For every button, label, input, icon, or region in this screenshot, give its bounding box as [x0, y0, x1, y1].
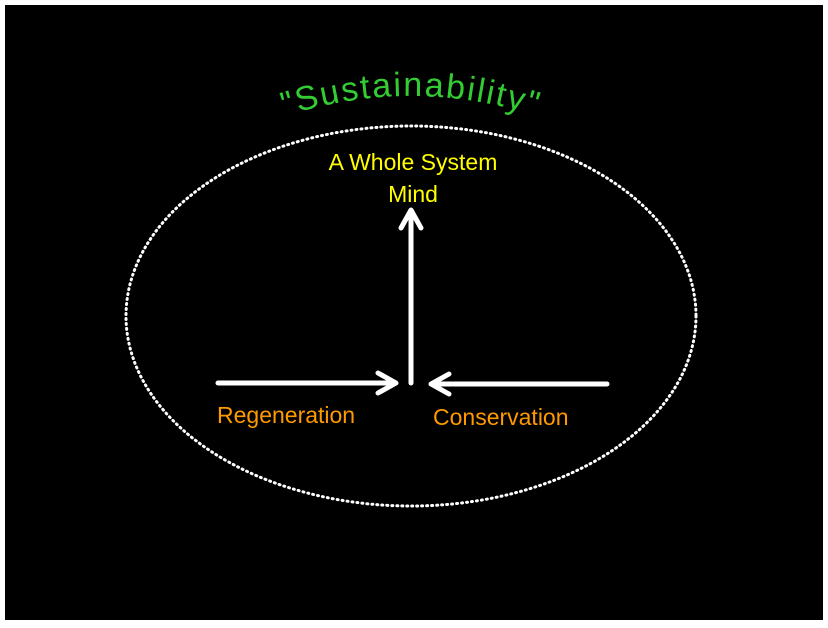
conservation-label: Conservation	[433, 404, 569, 430]
title-text: "Sustainability"	[276, 66, 546, 124]
center-label: A Whole System Mind	[263, 146, 563, 210]
title-text-path: "Sustainability"	[276, 66, 544, 124]
right-pointing-arrow	[215, 370, 399, 396]
system-boundary-ellipse	[124, 124, 698, 508]
slide-background	[5, 5, 823, 620]
center-label-line2: Mind	[388, 181, 438, 207]
center-label-line1: A Whole System	[328, 149, 498, 175]
upward-arrow	[398, 207, 424, 386]
regeneration-label: Regeneration	[217, 402, 356, 428]
left-pointing-arrow	[428, 371, 610, 397]
